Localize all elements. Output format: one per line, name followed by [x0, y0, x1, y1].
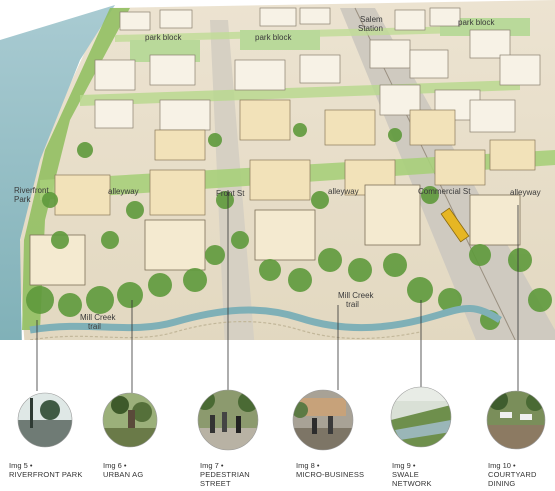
- label-salem-station-line2: Station: [358, 24, 383, 33]
- caption-img-9-number: Img 9 •: [392, 461, 416, 470]
- label-riverfront-park: Riverfront Park: [14, 186, 51, 204]
- caption-img-10: Img 10 • COURTYARD DINING: [488, 461, 552, 488]
- label-mill-creek-trail-2-line1: Mill Creek: [338, 291, 375, 300]
- building-rows-back: [94, 7, 541, 133]
- light-rail-car: [440, 207, 470, 243]
- caption-img-8: Img 8 • MICRO-BUSINESS: [296, 461, 386, 479]
- caption-area-background: [0, 340, 555, 491]
- caption-img-10-title: COURTYARD DINING: [488, 470, 537, 488]
- label-riverfront-park-line1: Riverfront: [14, 186, 49, 195]
- label-mill-creek-trail-1-line1: Mill Creek: [80, 313, 117, 322]
- photo-img-9: [390, 386, 452, 448]
- caption-img-10-number: Img 10 •: [488, 461, 516, 470]
- caption-img-6-title: URBAN AG: [103, 470, 144, 479]
- label-alleyway-2: alleyway: [328, 187, 359, 196]
- caption-img-7-number: Img 7 •: [200, 461, 224, 470]
- caption-img-7-title: PEDESTRIAN STREET: [200, 470, 250, 488]
- label-salem-station-line1: Salem: [360, 15, 383, 24]
- photo-img-5: [17, 392, 73, 448]
- caption-img-6-number: Img 6 •: [103, 461, 127, 470]
- mill-creek: [29, 304, 502, 334]
- label-park-block-1: park block: [145, 33, 182, 42]
- caption-img-5-number: Img 5 •: [9, 461, 33, 470]
- label-mill-creek-trail-1-line2: trail: [88, 322, 101, 331]
- label-riverfront-park-line2: Park: [14, 195, 31, 204]
- caption-img-9: Img 9 • SWALE NETWORK: [392, 461, 436, 488]
- caption-img-5-title: RIVERFRONT PARK: [9, 470, 83, 479]
- caption-img-6: Img 6 • URBAN AG: [103, 461, 193, 479]
- caption-img-9-title: SWALE NETWORK: [392, 470, 432, 488]
- label-alleyway-1: alleyway: [108, 187, 139, 196]
- label-front-st: Front St: [216, 189, 245, 198]
- caption-img-8-title: MICRO-BUSINESS: [296, 470, 365, 479]
- label-commercial-st: Commercial St: [418, 187, 471, 196]
- label-mill-creek-trail-2-line2: trail: [346, 300, 359, 309]
- photo-img-8: [292, 389, 354, 451]
- caption-img-8-number: Img 8 •: [296, 461, 320, 470]
- photo-img-6: [102, 392, 158, 448]
- mill-creek-trail-path: [29, 321, 421, 341]
- river: [0, 5, 115, 350]
- building-rows-mid: [54, 99, 536, 216]
- caption-img-5: Img 5 • RIVERFRONT PARK: [9, 461, 99, 479]
- label-park-block-3: park block: [458, 18, 495, 27]
- label-alleyway-3: alleyway: [510, 188, 541, 197]
- caption-img-7: Img 7 • PEDESTRIAN STREET: [200, 461, 256, 488]
- park-block-area-2: [240, 30, 320, 50]
- label-park-block-2: park block: [255, 33, 292, 42]
- leader-lines: [36, 190, 519, 393]
- label-mill-creek-trail-2: Mill Creek trail: [338, 291, 376, 309]
- label-mill-creek-trail-1: Mill Creek trail: [80, 313, 118, 331]
- label-salem-station: Salem Station: [358, 15, 385, 33]
